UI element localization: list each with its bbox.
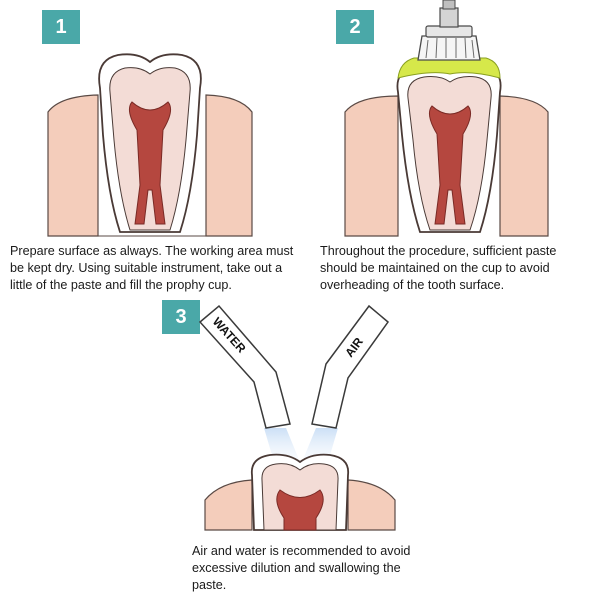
step-3-caption: Air and water is recommended to avoid ex… [192, 543, 422, 594]
tooth-illustration-3: WATER AIR [200, 306, 395, 530]
handpiece-collar [426, 26, 472, 37]
step-1-caption: Prepare surface as always. The working a… [10, 243, 300, 294]
tooth-illustration-1 [48, 54, 252, 236]
handpiece-shaft [440, 8, 458, 27]
air-nozzle [312, 306, 388, 428]
step-2-caption: Throughout the procedure, sufficient pas… [320, 243, 595, 294]
tooth-illustration-2 [345, 0, 548, 236]
